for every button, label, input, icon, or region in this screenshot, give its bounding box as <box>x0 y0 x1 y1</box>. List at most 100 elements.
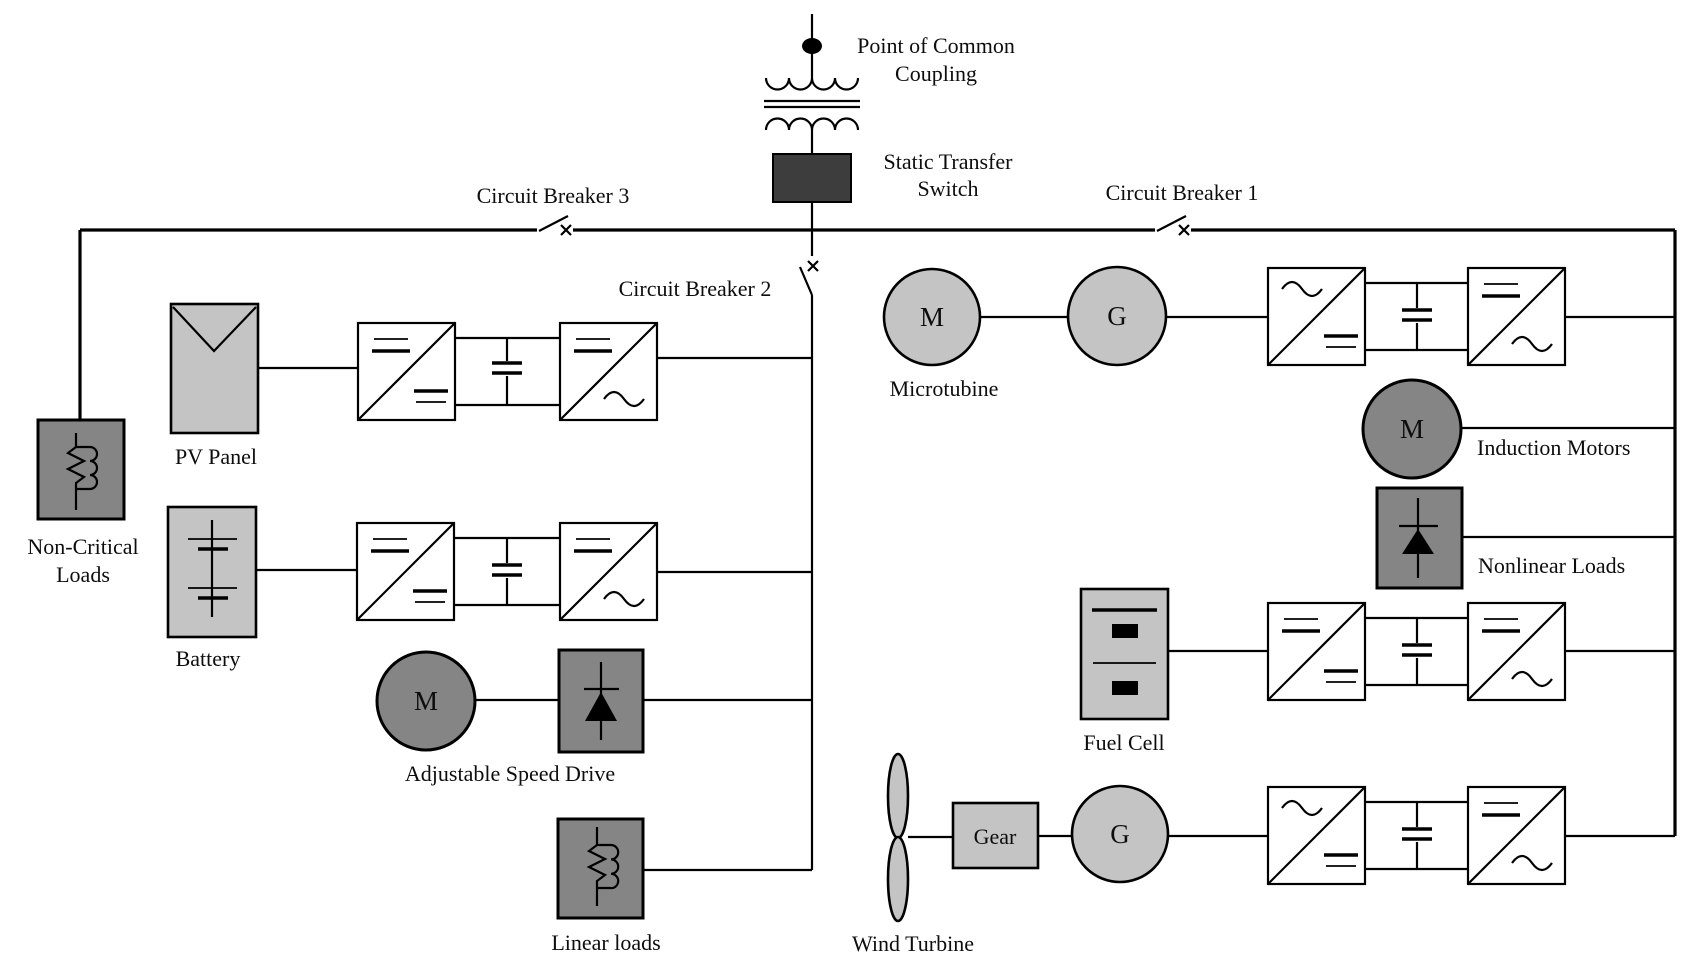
fuel-cell-rectifier <box>1266 601 1367 702</box>
resistor-inductor-icon <box>65 433 99 510</box>
ac-sine-icon <box>1281 799 1323 817</box>
generator-letter: G <box>1107 301 1127 331</box>
converter-diagonal <box>1467 786 1566 885</box>
wind-turbine: Gear G Wind Turbine <box>852 752 1268 956</box>
pcc-label-line1: Point of Common <box>857 33 1015 58</box>
main-bus <box>78 228 1677 836</box>
wind-turbine-label: Wind Turbine <box>852 931 974 956</box>
capacitor-icon <box>1402 308 1432 322</box>
ac-sine-icon <box>1511 670 1553 688</box>
point-of-common-coupling: Point of Common Coupling <box>802 14 1015 86</box>
fuel-cell-dc-link <box>1365 616 1468 687</box>
turbine-blade-icon <box>886 752 910 840</box>
ac-sine-icon <box>1511 854 1553 872</box>
pcc-node-icon <box>802 38 822 54</box>
diode-icon <box>1399 498 1438 578</box>
breaker-blade-icon <box>538 215 569 232</box>
transformer-core <box>764 99 860 109</box>
battery-cells-icon <box>188 520 237 617</box>
generator-letter: G <box>1110 819 1130 849</box>
resistor-inductor-icon <box>586 827 620 906</box>
non-critical-loads: Non-Critical Loads <box>27 418 139 587</box>
static-transfer-switch: Static Transfer Switch <box>772 149 1014 256</box>
left-feeder-bus <box>643 295 814 872</box>
battery-label: Battery <box>176 646 241 671</box>
wind-dc-link <box>1365 800 1468 871</box>
pcc-label-line2: Coupling <box>895 61 977 86</box>
microturbine-dc-link <box>1365 281 1468 352</box>
breaker-blade-icon <box>798 266 814 296</box>
converter-diagonal <box>357 322 456 421</box>
pv-dc-link <box>455 336 560 407</box>
battery-dc-dc-converter <box>355 521 456 622</box>
converter-diagonal <box>1267 267 1366 366</box>
capacitor-icon <box>492 563 522 577</box>
non-critical-loads-label-line1: Non-Critical <box>27 534 138 559</box>
converter-diagonal <box>1467 602 1566 701</box>
microturbine-label: Microtubine <box>890 376 999 401</box>
capacitor-icon <box>1402 827 1432 841</box>
fuel-cell-label: Fuel Cell <box>1083 730 1164 755</box>
adjustable-speed-drive: M Adjustable Speed Drive <box>375 648 645 786</box>
converter-diagonal <box>559 322 658 421</box>
fuel-cell: Fuel Cell <box>1079 587 1268 755</box>
induction-motors-label: Induction Motors <box>1477 435 1630 460</box>
battery-inverter <box>558 521 659 622</box>
pv-panel: PV Panel <box>169 302 358 469</box>
breaker-contact-icon <box>1178 224 1190 236</box>
microturbine-rectifier <box>1266 266 1367 367</box>
wind-inverter <box>1466 785 1675 886</box>
converter-diagonal <box>1267 786 1366 885</box>
converter-diagonal <box>1467 267 1566 366</box>
pv-inverter <box>558 321 659 422</box>
turbine-blade-icon <box>886 835 910 923</box>
microturbine: M G Microtubine <box>882 265 1268 401</box>
diode-icon <box>584 662 619 740</box>
circuit-breaker-2: Circuit Breaker 2 <box>619 260 819 301</box>
ac-sine-icon <box>1281 280 1323 298</box>
pv-panel-label: PV Panel <box>175 444 257 469</box>
nonlinear-loads: Nonlinear Loads <box>1375 486 1675 590</box>
motor-letter: M <box>414 686 438 716</box>
non-critical-loads-label-line2: Loads <box>56 562 110 587</box>
generator-circle <box>1070 784 1170 884</box>
transformer-primary-winding <box>764 77 860 91</box>
circuit-breaker-2-label: Circuit Breaker 2 <box>619 276 772 301</box>
circuit-breaker-3: Circuit Breaker 3 <box>477 183 630 236</box>
transformer-icon <box>764 77 860 154</box>
capacitor-icon <box>1402 643 1432 657</box>
adjustable-speed-drive-label: Adjustable Speed Drive <box>405 761 615 786</box>
transformer-secondary-winding <box>764 117 860 131</box>
ac-sine-icon <box>603 590 645 608</box>
circuit-breaker-3-label: Circuit Breaker 3 <box>477 183 630 208</box>
ac-sine-icon <box>603 390 645 408</box>
battery: Battery <box>166 505 357 671</box>
linear-loads: Linear loads <box>551 817 661 955</box>
battery-dc-link <box>454 536 560 607</box>
sts-label-line2: Switch <box>917 176 978 201</box>
pv-chevron-icon <box>172 306 257 353</box>
fuel-cell-inverter <box>1466 601 1675 702</box>
nonlinear-loads-label: Nonlinear Loads <box>1478 553 1625 578</box>
sts-label-line1: Static Transfer <box>884 149 1014 174</box>
wind-rectifier <box>1266 785 1367 886</box>
pv-dc-dc-converter <box>356 321 457 422</box>
breaker-blade-icon <box>1156 215 1187 232</box>
converter-diagonal <box>356 522 455 621</box>
linear-loads-label: Linear loads <box>551 930 660 955</box>
circuit-breaker-1-label: Circuit Breaker 1 <box>1106 180 1259 205</box>
non-critical-loads-box <box>36 418 126 521</box>
breaker-contact-icon <box>560 224 572 236</box>
linear-loads-box <box>556 817 645 920</box>
gearbox-label: Gear <box>974 824 1017 849</box>
converter-diagonal <box>1267 602 1366 701</box>
ac-sine-icon <box>1511 335 1553 353</box>
motor-letter: M <box>1400 414 1424 444</box>
pv-panel-box <box>169 302 260 435</box>
converter-diagonal <box>559 522 658 621</box>
breaker-contact-icon <box>807 260 819 272</box>
capacitor-icon <box>492 361 522 375</box>
sts-box <box>772 153 852 203</box>
fuel-cell-stack-icon <box>1092 608 1157 695</box>
